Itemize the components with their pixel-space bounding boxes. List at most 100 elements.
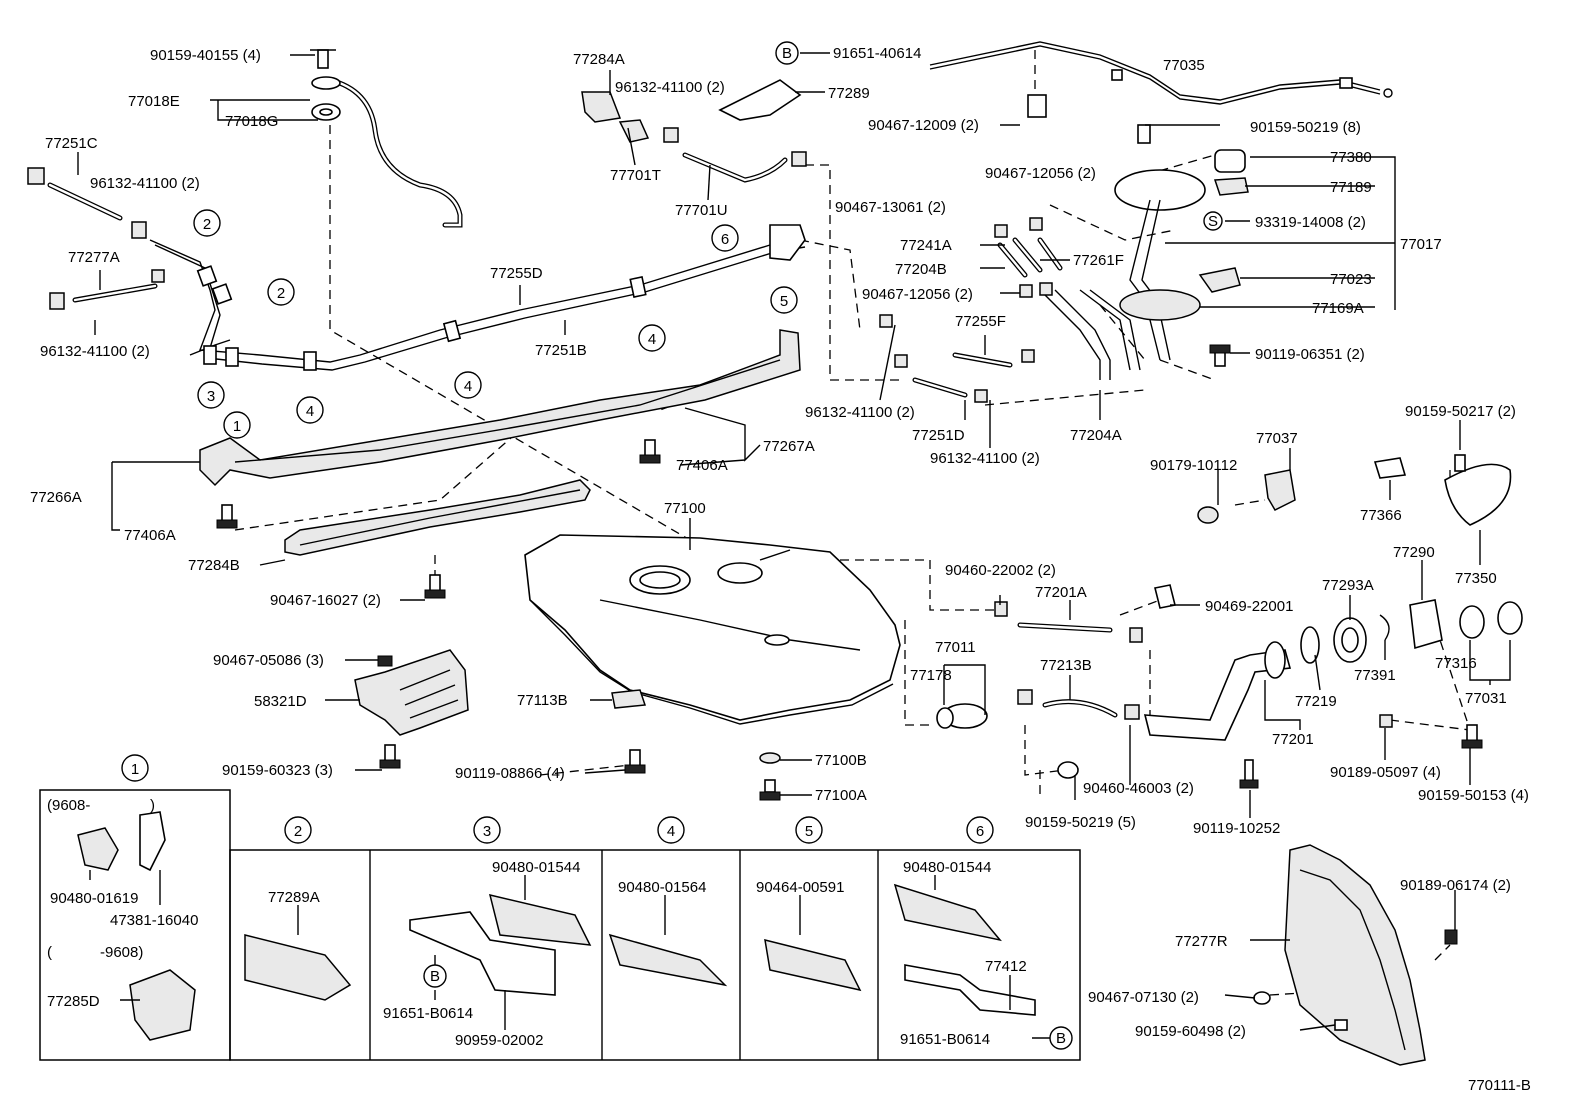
callout-77289: 77289 [828,85,870,102]
callout-77100: 77100 [664,500,706,517]
left-hoses [27,167,165,310]
panel-3-marker-b: B [430,968,440,985]
marker-2: 2 [203,216,211,233]
callout-77219: 77219 [1295,693,1337,710]
panel-6-part-77412: 77412 [985,958,1027,975]
callout-77241A: 77241A [900,237,952,254]
vent-tube-77018 [310,49,463,228]
callout-77290: 77290 [1393,544,1435,561]
fuel-tank-77100 [524,534,901,725]
callout-90460-46003: 90460-46003 (2) [1083,780,1194,797]
callout-90189-05097: 90189-05097 (4) [1330,764,1441,781]
callout-77169A: 77169A [1312,300,1364,317]
callout-96132-41100-c: 96132-41100 (2) [615,79,725,96]
panel-3-part-90480-01544: 90480-01544 [492,859,580,876]
panel-5-marker: 5 [805,823,813,840]
callout-90467-05086: 90467-05086 (3) [213,652,324,669]
callout-77189: 77189 [1330,179,1372,196]
marker-5: 5 [780,293,788,310]
callout-77100A: 77100A [815,787,867,804]
marker-4: 4 [306,403,314,420]
callout-77267A: 77267A [763,438,815,455]
callout-96132-41100: 96132-41100 (2) [90,175,200,192]
panel-1-marker: 1 [131,761,139,778]
panel-3-marker: 3 [483,823,491,840]
callout-77201A: 77201A [1035,584,1087,601]
callout-77316: 77316 [1435,655,1477,672]
callout-96132-41100-e: 96132-41100 (2) [930,450,1040,467]
callout-90467-12056: 90467-12056 (2) [985,165,1096,182]
callout-96132-41100-d: 96132-41100 (2) [805,404,915,421]
callout-93319-14008: 93319-14008 (2) [1255,214,1366,231]
tank-mount-parts [611,689,781,801]
callout-77406A: 77406A [676,457,728,474]
callout-90460-22002: 90460-22002 (2) [945,562,1056,579]
callout-90467-07130: 90467-07130 (2) [1088,989,1199,1006]
callout-77251D: 77251D [912,427,965,444]
panel-2-marker: 2 [294,823,302,840]
callout-77380: 77380 [1330,149,1372,166]
panel-1-range-open: ( [47,944,52,961]
callout-77037: 77037 [1256,430,1298,447]
splash-shield-77277R [1253,844,1458,1066]
callout-90467-12056-b: 90467-12056 (2) [862,286,973,303]
callout-91651-40614: 91651-40614 [833,45,921,62]
panel-3-part-90959-02002: 90959-02002 [455,1032,543,1049]
panel-1-part-47381-16040: 47381-16040 [110,912,198,929]
marker-labels: 2 2 3 1 4 4 4 6 5 B S [203,45,1218,435]
callout-77251C: 77251C [45,135,98,152]
callout-90159-50217: 90159-50217 (2) [1405,403,1516,420]
callout-77201: 77201 [1272,731,1314,748]
panel-6-part-91651-B0614: 91651-B0614 [900,1031,990,1048]
panel-6-marker-b: B [1056,1030,1066,1047]
callout-77701T: 77701T [610,167,661,184]
callout-90159-60498: 90159-60498 (2) [1135,1023,1246,1040]
panel-1-part-77285D: 77285D [47,993,100,1010]
callout-77293A: 77293A [1322,577,1374,594]
diagram-id: 770111-B [1468,1077,1531,1094]
panel-1-range-close: ) [150,797,155,814]
callout-90189-06174: 90189-06174 (2) [1400,877,1511,894]
main-fuel-lines [149,224,806,371]
callout-90467-16027: 90467-16027 (2) [270,592,381,609]
marker-6: 6 [721,231,729,248]
callout-77255D: 77255D [490,265,543,282]
canister-77017 [1114,149,1249,367]
callout-90467-13061: 90467-13061 (2) [835,199,946,216]
callout-77406A-b: 77406A [124,527,176,544]
callout-77017: 77017 [1400,236,1442,253]
callout-77701U: 77701U [675,202,728,219]
panel-6-marker: 6 [976,823,984,840]
callout-77100B: 77100B [815,752,867,769]
panel-1-range-start: (9608- [47,797,90,814]
marker-2: 2 [277,285,285,302]
callout-77213B: 77213B [1040,657,1092,674]
marker-1: 1 [233,418,241,435]
callout-90159-50219: 90159-50219 (8) [1250,119,1361,136]
marker-3: 3 [207,388,215,405]
callout-77023: 77023 [1330,271,1372,288]
bolts-77406A [216,439,661,599]
panel-5-part-90464-00591: 90464-00591 [756,879,844,896]
callout-77284A: 77284A [573,51,625,68]
detail-panels [39,789,1081,1061]
leader-lines [77,52,1511,1039]
callout-77011: 77011 [935,639,976,656]
callout-77204A: 77204A [1070,427,1122,444]
detail-panel-labels: 1 (9608- ) 90480-01619 47381-16040 ( -96… [47,761,1066,1049]
panel-6-part-90480-01544: 90480-01544 [903,859,991,876]
panel-3-part-91651-B0614: 91651-B0614 [383,1005,473,1022]
callout-77284B: 77284B [188,557,240,574]
panel-1-range-end: -9608) [100,944,143,961]
callout-77391: 77391 [1354,667,1396,684]
callout-90119-10252: 90119-10252 [1193,820,1280,837]
evap-hoses [879,217,1141,403]
part-callouts: 90159-40155 (4) 77018E 77018G 77251C 961… [30,45,1529,1040]
callout-77031: 77031 [1465,690,1507,707]
callout-77255F: 77255F [955,313,1006,330]
callout-77204B: 77204B [895,261,947,278]
marker-4: 4 [464,378,472,395]
marker-circles [121,41,1073,1050]
callout-96132-41100-b: 96132-41100 (2) [40,343,150,360]
